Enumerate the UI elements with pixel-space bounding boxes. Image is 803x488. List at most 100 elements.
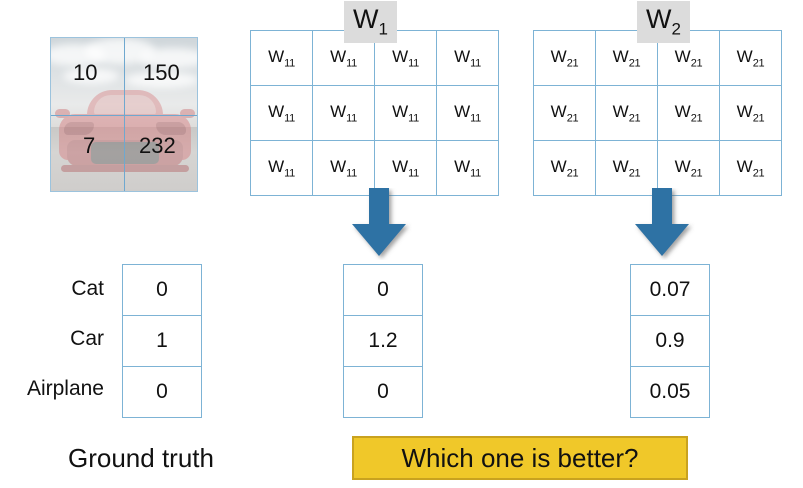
matrix-cell-text: W — [550, 101, 567, 121]
vector-cell: 1.2 — [343, 315, 423, 367]
vector-cell: 0 — [343, 264, 423, 316]
weight-matrix-w2-label-text: W — [646, 4, 672, 34]
matrix-cell-text: W — [454, 101, 471, 121]
matrix-cell: W21 — [719, 30, 782, 86]
matrix-cell-subscript: 11 — [346, 112, 357, 125]
matrix-cell: W11 — [374, 140, 437, 196]
vector-row: 1.2 — [343, 315, 423, 367]
matrix-cell-text: W — [612, 101, 629, 121]
arrow-down-icon — [348, 188, 412, 260]
matrix-cell-subscript: 11 — [284, 57, 295, 70]
matrix-cell-subscript: 11 — [408, 167, 419, 180]
class-label-cat: Cat — [71, 277, 104, 300]
matrix-cell-text: W — [612, 46, 629, 66]
matrix-cell-subscript: 11 — [284, 112, 295, 125]
matrix-cell-subscript: 21 — [566, 57, 579, 70]
matrix-cell-subscript: 11 — [408, 57, 419, 70]
matrix-row: W21 W21 W21 W21 — [533, 85, 782, 141]
vector-cell: 0 — [122, 264, 202, 316]
matrix-cell-subscript: 11 — [470, 57, 481, 70]
vector-cell: 1 — [122, 315, 202, 367]
vector-row: 0 — [343, 264, 423, 316]
pixel-value-top-left: 10 — [73, 60, 98, 85]
matrix-cell-subscript: 21 — [690, 57, 703, 70]
weight-matrix-w1-label-text: W — [353, 4, 379, 34]
matrix-cell: W11 — [250, 30, 313, 86]
class-label-car: Car — [70, 327, 104, 350]
pixel-value-top-right: 150 — [143, 60, 180, 85]
class-label-list: Cat Car Airplane — [0, 264, 116, 414]
matrix-cell-text: W — [392, 156, 409, 176]
vector-cell: 0 — [122, 366, 202, 418]
matrix-cell-text: W — [330, 156, 347, 176]
matrix-cell-subscript: 21 — [566, 112, 579, 125]
matrix-cell-text: W — [674, 101, 691, 121]
matrix-cell: W11 — [250, 85, 313, 141]
matrix-row: W21 W21 W21 W21 — [533, 140, 782, 196]
matrix-cell-subscript: 11 — [470, 112, 481, 125]
matrix-row: W21 W21 W21 W21 — [533, 30, 782, 86]
matrix-cell-subscript: 21 — [752, 167, 765, 180]
image-grid-line-horizontal — [51, 114, 197, 116]
cloud-shape — [63, 68, 119, 84]
weight-matrix-w2: W21 W21 W21 W21 W21 W21 W21 W21 W21 W21 … — [533, 30, 782, 196]
matrix-cell: W11 — [436, 140, 499, 196]
matrix-cell-subscript: 21 — [752, 57, 765, 70]
vector-row: 0.9 — [630, 315, 710, 367]
pixel-value-bottom-left: 7 — [83, 133, 96, 158]
matrix-cell: W21 — [657, 85, 720, 141]
ground-truth-vector: 0 1 0 — [122, 264, 202, 418]
matrix-cell-text: W — [736, 46, 753, 66]
matrix-cell-text: W — [550, 46, 567, 66]
matrix-cell: W21 — [657, 140, 720, 196]
vector-cell: 0 — [343, 366, 423, 418]
matrix-cell-text: W — [550, 156, 567, 176]
vector-row: 0 — [122, 264, 202, 316]
matrix-cell-text: W — [268, 156, 285, 176]
matrix-cell-subscript: 21 — [628, 167, 641, 180]
matrix-cell-subscript: 11 — [346, 167, 357, 180]
weight-matrix-w2-label-subscript: 2 — [671, 19, 681, 39]
input-image-panel: 10 150 7 232 — [50, 37, 198, 192]
vector-row: 0.05 — [630, 366, 710, 418]
matrix-cell-subscript: 11 — [284, 167, 295, 180]
matrix-cell: W21 — [533, 85, 596, 141]
matrix-cell-text: W — [330, 101, 347, 121]
matrix-cell-subscript: 11 — [408, 112, 419, 125]
matrix-cell-text: W — [392, 46, 409, 66]
matrix-cell: W11 — [312, 85, 375, 141]
ground-truth-caption: Ground truth — [68, 443, 214, 473]
arrow-down-icon — [631, 188, 695, 260]
cloud-shape — [125, 72, 197, 88]
weight-matrix-w1-label: W1 — [344, 1, 397, 44]
matrix-cell-text: W — [454, 156, 471, 176]
matrix-cell-subscript: 21 — [566, 167, 579, 180]
matrix-cell: W21 — [719, 140, 782, 196]
matrix-cell: W21 — [595, 85, 658, 141]
weight-matrix-w2-label: W2 — [637, 1, 690, 44]
pixel-value-bottom-right: 232 — [139, 133, 176, 158]
vector-row: 0.07 — [630, 264, 710, 316]
matrix-cell-text: W — [612, 156, 629, 176]
matrix-cell: W21 — [719, 85, 782, 141]
prediction-vector-w2: 0.07 0.9 0.05 — [630, 264, 710, 418]
vector-row: 0 — [122, 366, 202, 418]
matrix-cell-text: W — [392, 101, 409, 121]
matrix-cell-text: W — [268, 101, 285, 121]
matrix-cell: W21 — [533, 30, 596, 86]
matrix-cell-subscript: 11 — [470, 167, 481, 180]
matrix-cell: W11 — [250, 140, 313, 196]
matrix-cell-subscript: 21 — [628, 57, 641, 70]
matrix-cell: W11 — [374, 85, 437, 141]
car-illustration — [55, 90, 195, 172]
matrix-cell-subscript: 21 — [690, 112, 703, 125]
matrix-row: W11 W11 W11 W11 — [250, 140, 499, 196]
cloud-shape — [139, 48, 197, 68]
question-banner: Which one is better? — [352, 436, 688, 480]
matrix-cell-text: W — [454, 46, 471, 66]
weight-matrix-w1: W11 W11 W11 W11 W11 W11 W11 W11 W11 W11 … — [250, 30, 499, 196]
vector-cell: 0.05 — [630, 366, 710, 418]
matrix-cell-text: W — [674, 156, 691, 176]
matrix-cell: W21 — [595, 140, 658, 196]
